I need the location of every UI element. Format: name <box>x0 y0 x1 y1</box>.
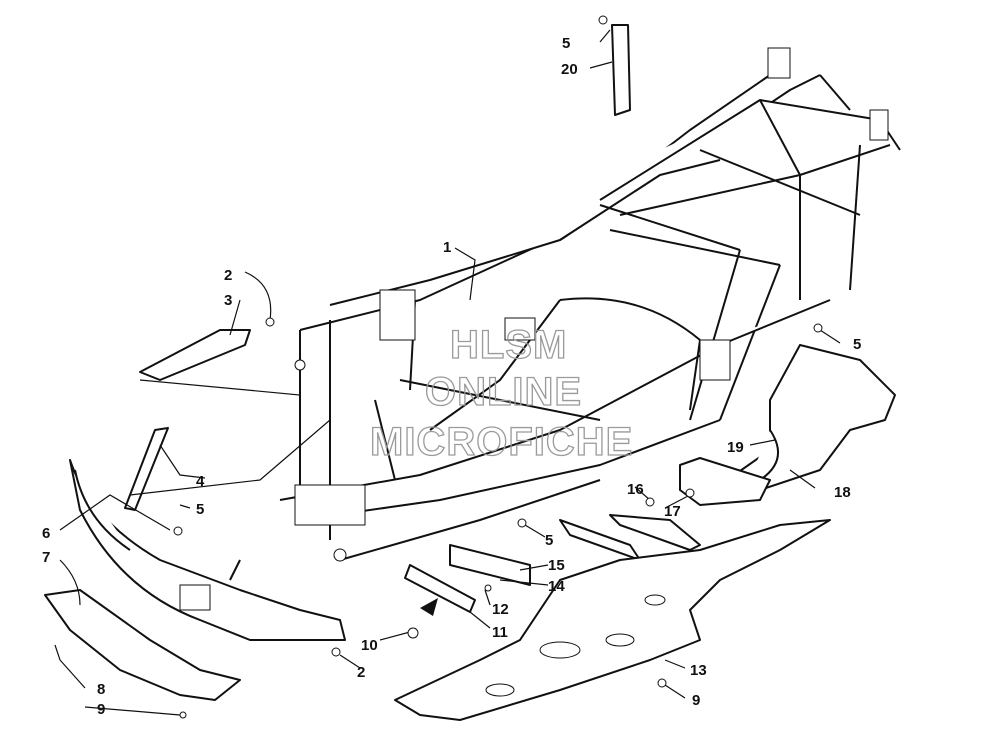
callout-2-lower: 2 <box>357 664 365 681</box>
watermark-line-2: ONLINE <box>425 370 582 414</box>
front-bumper <box>69 459 346 641</box>
bracket-3 <box>139 329 251 381</box>
callout-18: 18 <box>834 484 851 501</box>
arrow-marker <box>420 598 438 616</box>
callout-15: 15 <box>548 557 565 574</box>
bracket-17 <box>679 457 771 506</box>
callout-5-center: 5 <box>545 532 553 549</box>
callout-4: 4 <box>196 473 205 490</box>
callouts: 1 2 3 2 4 5 5 5 5 6 7 8 9 9 10 11 12 13 … <box>42 35 861 718</box>
watermark-line-3: MICROFICHE <box>370 420 633 464</box>
callout-10: 10 <box>361 637 378 654</box>
footwell-18 <box>719 344 896 491</box>
callout-8: 8 <box>97 681 105 698</box>
callout-5-left: 5 <box>196 501 204 518</box>
leader-lines <box>54 29 841 716</box>
callout-20: 20 <box>561 61 578 78</box>
callout-6: 6 <box>42 525 50 542</box>
callout-19: 19 <box>727 439 744 456</box>
callout-2-upper: 2 <box>224 267 232 284</box>
callout-16: 16 <box>627 481 644 498</box>
callout-3: 3 <box>224 292 232 309</box>
main-frame <box>279 47 901 562</box>
callout-5-top: 5 <box>562 35 570 52</box>
block-15 <box>449 544 531 586</box>
callout-14: 14 <box>548 578 565 595</box>
callout-12: 12 <box>492 601 509 618</box>
callout-11: 11 <box>492 624 508 641</box>
callout-5-right: 5 <box>853 336 861 353</box>
bracket-4 <box>124 427 169 511</box>
bracket-16 <box>609 514 701 551</box>
bracket-20 <box>611 24 631 116</box>
callout-9-left: 9 <box>97 701 105 718</box>
watermark-line-1: HLSM <box>450 323 567 367</box>
front-skid-plate <box>44 589 241 701</box>
watermark: HLSM ONLINE MICROFICHE <box>369 322 633 464</box>
main-skid-plate <box>394 519 831 721</box>
fasteners <box>173 15 823 719</box>
callout-7: 7 <box>42 549 50 566</box>
bracket-11 <box>404 564 476 613</box>
callout-9-right: 9 <box>692 692 700 709</box>
callout-17: 17 <box>664 503 681 520</box>
callout-13: 13 <box>690 662 707 679</box>
callout-1: 1 <box>443 239 451 256</box>
